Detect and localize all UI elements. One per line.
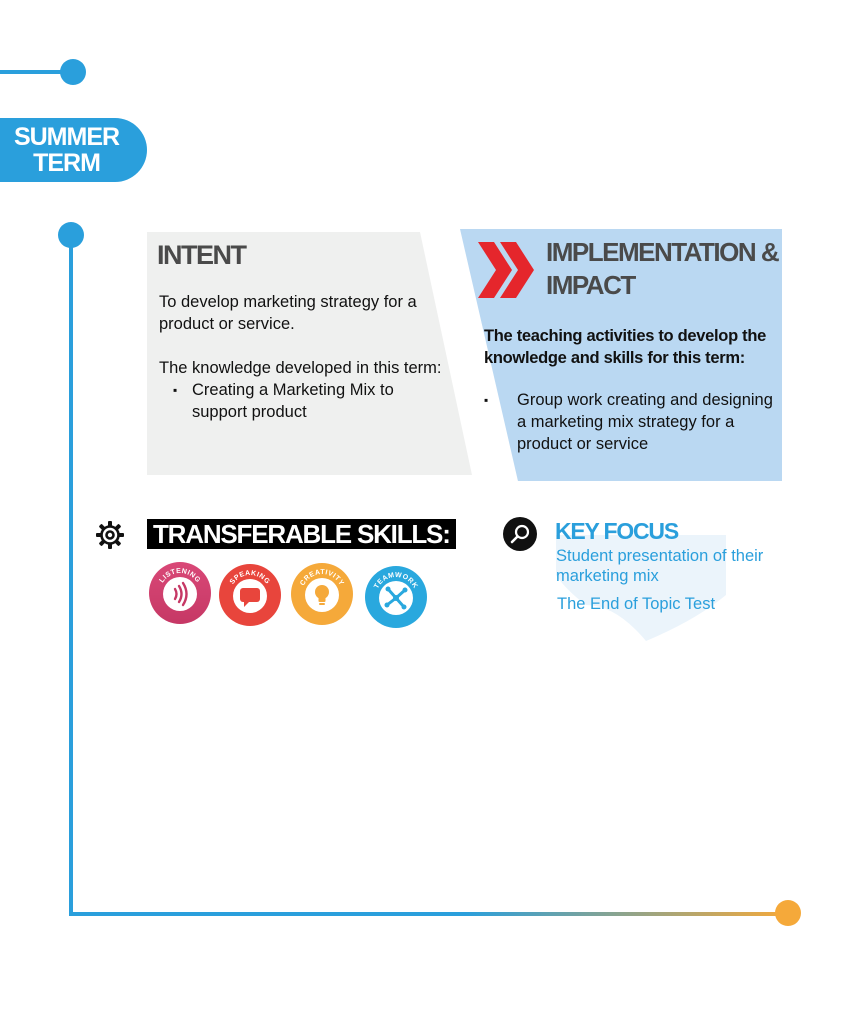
gear-icon (96, 521, 124, 549)
intent-paragraph-1: To develop marketing strategy for a prod… (159, 293, 417, 333)
skill-badge-speaking: SPEAKING (218, 563, 282, 627)
timeline-vertical-line (69, 240, 73, 915)
skill-badge-teamwork: TEAMWORK (364, 565, 428, 629)
implementation-bullet: Group work creating and designing a mark… (484, 389, 784, 455)
key-focus-background-shape (556, 535, 726, 641)
speech-bubble-icon (240, 588, 260, 607)
key-focus-title: KEY FOCUS (555, 518, 679, 544)
timeline-dot-end (775, 900, 801, 926)
intent-body: To develop marketing strategy for a prod… (159, 291, 449, 423)
term-label: SUMMER TERM (0, 118, 147, 182)
timeline-dot-top (60, 59, 86, 85)
timeline-bottom-line (69, 912, 789, 916)
intent-bullet-list: Creating a Marketing Mix to support prod… (159, 379, 449, 423)
teamwork-icon (384, 586, 408, 610)
implementation-title-line1: IMPLEMENTATION & (546, 237, 780, 267)
intent-paragraph-2: The knowledge developed in this term: (159, 359, 442, 377)
implementation-title: IMPLEMENTATION & IMPACT (546, 236, 791, 302)
transferable-skills-title: TRANSFERABLE SKILLS: (147, 519, 456, 549)
skill-badge-listening: LISTENING (148, 561, 212, 625)
lightbulb-icon (315, 585, 329, 605)
timeline-top-line (0, 70, 72, 74)
intent-bullet: Creating a Marketing Mix to support prod… (159, 379, 449, 423)
term-line1: SUMMER (13, 123, 120, 151)
term-line2: TERM (33, 149, 101, 177)
intent-title: INTENT (157, 240, 247, 270)
skill-badge-creativity: CREATIVITY (290, 562, 354, 626)
implementation-bullet-list: Group work creating and designing a mark… (484, 389, 784, 455)
timeline-dot-start (58, 222, 84, 248)
intent-panel (147, 232, 472, 475)
key-focus-line-3: The End of Topic Test (557, 595, 716, 613)
magnifier-icon (503, 517, 537, 551)
double-chevron-icon (478, 242, 534, 298)
implementation-title-line2: IMPACT (546, 270, 636, 300)
listening-icon (173, 581, 188, 607)
key-focus-line-2: marketing mix (556, 567, 659, 585)
implementation-subtitle: The teaching activities to develop the k… (484, 327, 766, 367)
key-focus-line-1: Student presentation of their (556, 547, 764, 565)
